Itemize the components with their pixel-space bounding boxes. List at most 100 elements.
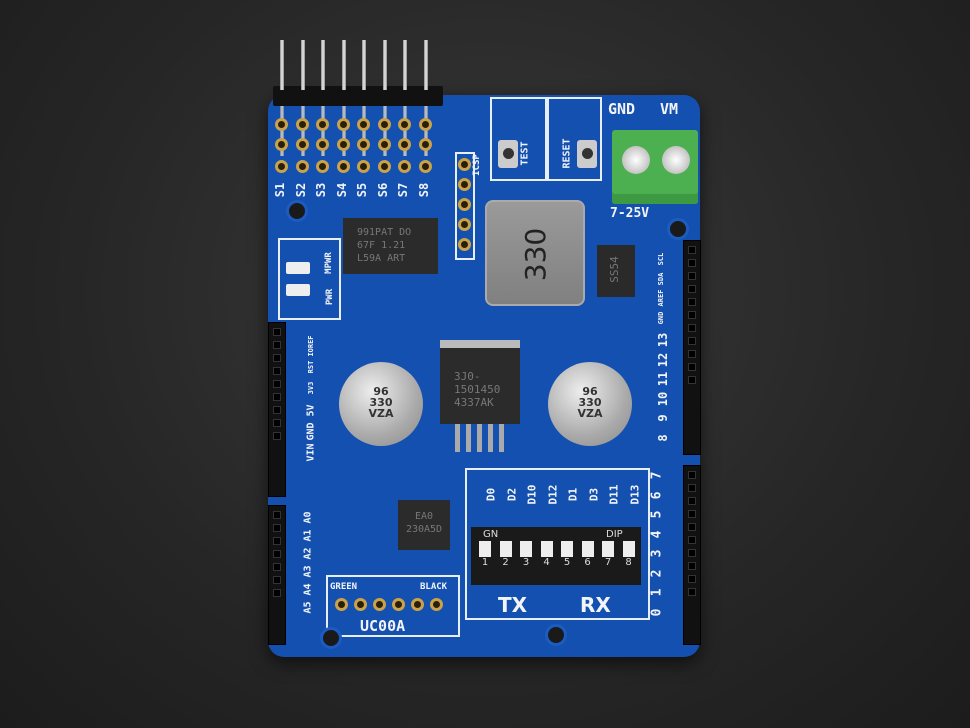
servo-pad bbox=[377, 160, 391, 173]
socket-hole bbox=[688, 523, 696, 531]
servo-label: S4 bbox=[334, 182, 349, 198]
servo-header bbox=[273, 86, 443, 106]
black-label: BLACK bbox=[420, 582, 448, 592]
dip-toggle[interactable]: 3 bbox=[520, 531, 532, 568]
dip-toggle[interactable]: 8 bbox=[622, 531, 635, 568]
digital-pin-label: 5 bbox=[649, 510, 665, 519]
socket-hole bbox=[273, 589, 281, 597]
power-pin-label: 5V bbox=[305, 404, 317, 417]
header-pin bbox=[341, 106, 346, 156]
icsp-pad bbox=[458, 178, 471, 191]
dip-toggle[interactable]: 7 bbox=[602, 531, 614, 568]
header-pin bbox=[403, 106, 407, 156]
dip-toggle[interactable]: 5 bbox=[561, 531, 573, 568]
screw-icon[interactable] bbox=[622, 146, 650, 174]
socket-hole bbox=[688, 549, 696, 557]
digital-pin-label: 6 bbox=[649, 491, 665, 499]
socket-hole bbox=[688, 536, 696, 544]
dip-toggle[interactable]: 6 bbox=[581, 531, 594, 568]
mpwr-led bbox=[286, 262, 310, 274]
header-pin bbox=[362, 106, 366, 156]
reset-box bbox=[547, 97, 602, 181]
servo-label: S1 bbox=[273, 182, 288, 198]
cap-marking: VZA bbox=[577, 407, 603, 420]
header-pin bbox=[280, 40, 284, 90]
digital-pin-label: 2 bbox=[649, 569, 665, 577]
servo-pad bbox=[275, 160, 288, 173]
dip-number: 4 bbox=[543, 557, 550, 568]
servo-pad bbox=[295, 160, 309, 173]
digital-pin-label: 11 bbox=[656, 371, 670, 387]
chip-marking: 3J0- bbox=[454, 370, 481, 383]
test-button[interactable] bbox=[498, 140, 518, 168]
dip-pin-label: D2 bbox=[505, 487, 518, 502]
socket-hole bbox=[273, 550, 281, 558]
dip-toggle[interactable]: 2 bbox=[499, 531, 512, 568]
digital-pin-label: 1 bbox=[649, 588, 665, 597]
chip-marking: 230A5D bbox=[405, 524, 443, 535]
socket-hole bbox=[688, 497, 696, 505]
servo-pad bbox=[357, 160, 370, 173]
icsp-pad bbox=[458, 218, 471, 231]
servo-pad bbox=[316, 138, 329, 151]
dip-pin-label: D11 bbox=[607, 484, 621, 505]
servo-pad bbox=[398, 138, 411, 151]
socket-hole bbox=[273, 406, 281, 414]
pwm-driver-chip: 991PAT DO 67F 1.21 L59A ART bbox=[343, 218, 438, 274]
socket-hole bbox=[688, 246, 696, 254]
inductor-marking: 330 bbox=[519, 227, 553, 282]
power-terminal-block[interactable] bbox=[612, 130, 698, 204]
servo-pad bbox=[398, 118, 411, 131]
socket-hole bbox=[688, 510, 696, 518]
dip-type: DIP bbox=[606, 529, 623, 540]
cap-marking: 330 bbox=[578, 396, 602, 409]
servo-pad bbox=[377, 118, 391, 131]
chip-marking: L59A ART bbox=[357, 253, 406, 264]
digital-high-socket-header bbox=[683, 240, 701, 455]
diode-marking: SS54 bbox=[607, 256, 621, 283]
dip-number: 7 bbox=[604, 557, 612, 568]
mounting-hole bbox=[545, 624, 567, 646]
socket-hole bbox=[273, 576, 281, 584]
dip-toggle[interactable]: 1 bbox=[479, 531, 491, 568]
vm-label: VM bbox=[660, 100, 679, 118]
servo-label: S8 bbox=[416, 182, 431, 198]
servo-label: S3 bbox=[314, 182, 329, 198]
servo-label: S2 bbox=[293, 182, 308, 198]
analog-pin-label: A4 bbox=[302, 583, 314, 596]
servo-pad bbox=[275, 118, 288, 131]
dip-pin-label: D12 bbox=[546, 484, 559, 505]
dip-pin-label: D0 bbox=[484, 487, 498, 502]
socket-hole bbox=[273, 419, 281, 427]
servo-pad bbox=[336, 138, 350, 151]
dip-number: 3 bbox=[522, 557, 530, 568]
buck-regulator-chip: 3J0- 1501450 4337AK bbox=[440, 340, 520, 424]
reset-button[interactable] bbox=[577, 140, 597, 168]
digital-pin-label: 3 bbox=[649, 549, 665, 558]
led-box bbox=[278, 238, 341, 320]
servo-pad bbox=[418, 138, 432, 151]
dip-pin-label: D10 bbox=[525, 484, 539, 505]
analog-pin-label: A5 bbox=[302, 601, 314, 614]
digital-pin-label: 4 bbox=[649, 530, 665, 538]
cap-marking: VZA bbox=[368, 407, 394, 420]
dip-toggle[interactable]: 4 bbox=[540, 531, 553, 568]
dip-pin-label: D13 bbox=[628, 484, 641, 505]
header-pin bbox=[362, 40, 366, 90]
chip-marking: 991PAT DO bbox=[357, 227, 412, 238]
rx-label: RX bbox=[580, 593, 611, 617]
servo-pad bbox=[275, 138, 288, 151]
pwr-led bbox=[286, 284, 310, 296]
dip-number: 5 bbox=[563, 557, 571, 568]
uart-pad bbox=[430, 598, 443, 611]
power-pin-label: VIN bbox=[305, 443, 317, 462]
dip-box bbox=[465, 468, 650, 620]
power-pin-label: 3V3 bbox=[307, 381, 315, 395]
screw-icon[interactable] bbox=[662, 146, 690, 174]
socket-hole bbox=[688, 484, 696, 492]
power-pin-label: RST bbox=[307, 360, 315, 374]
digital-pin-label: GND bbox=[657, 311, 665, 324]
